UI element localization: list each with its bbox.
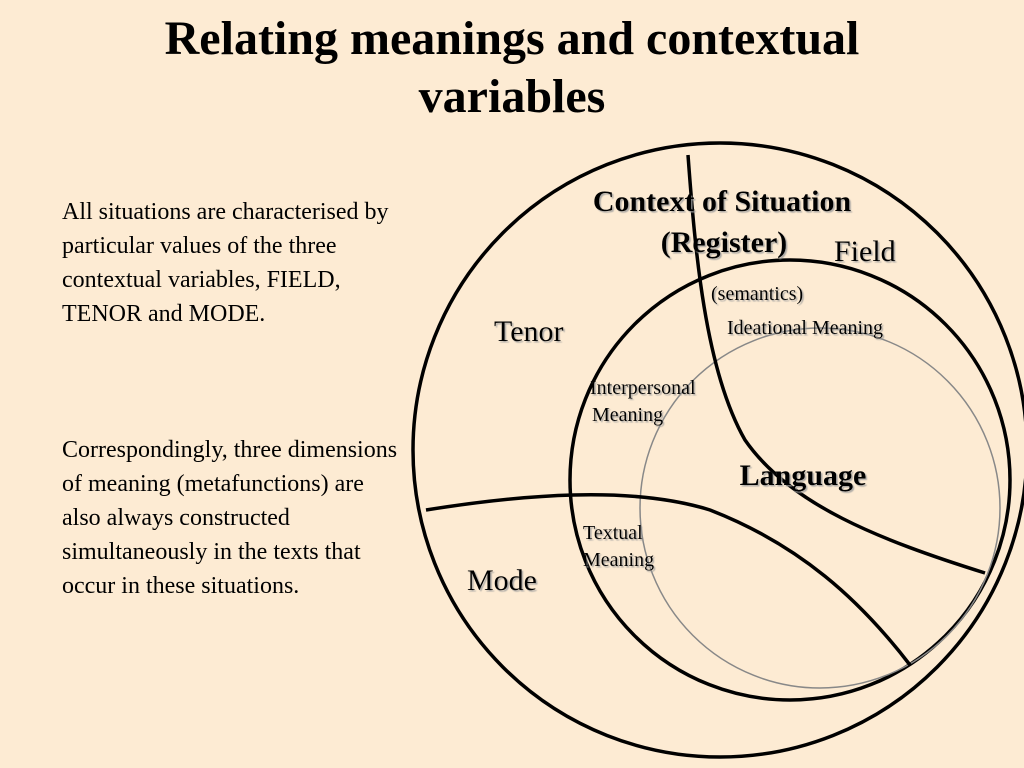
textual-label-line-2: Meaning: [583, 549, 654, 571]
field-label: Field: [834, 235, 896, 268]
interpersonal-label-line-1: Interpersonal: [590, 377, 696, 399]
semantics-label: (semantics): [711, 283, 803, 305]
tenor-mode-divider: [425, 493, 912, 667]
language-label: Language: [740, 459, 867, 492]
title-line-2: variables: [418, 70, 606, 123]
tenor-label: Tenor: [494, 315, 564, 348]
ideational-meaning-label: Ideational Meaning: [727, 317, 883, 339]
context-of-situation-label: Context of Situation: [593, 185, 852, 218]
textual-label-line-1: Textual: [583, 522, 643, 544]
mode-label: Mode: [467, 564, 537, 597]
outer-context-circle: [411, 141, 1024, 759]
language-circle: [639, 327, 1001, 689]
slide-title: Relating meanings and contextual variabl…: [0, 10, 1024, 126]
semantics-circle: [568, 258, 1012, 702]
interpersonal-label-line-2: Meaning: [592, 404, 663, 426]
register-label: (Register): [661, 226, 788, 259]
field-tenor-divider: [686, 154, 986, 575]
body-paragraph-2: Correspondingly, three dimensions of mea…: [62, 437, 398, 599]
body-paragraph-1: All situations are characterised by part…: [62, 199, 389, 327]
title-line-1: Relating meanings and contextual: [164, 12, 860, 65]
